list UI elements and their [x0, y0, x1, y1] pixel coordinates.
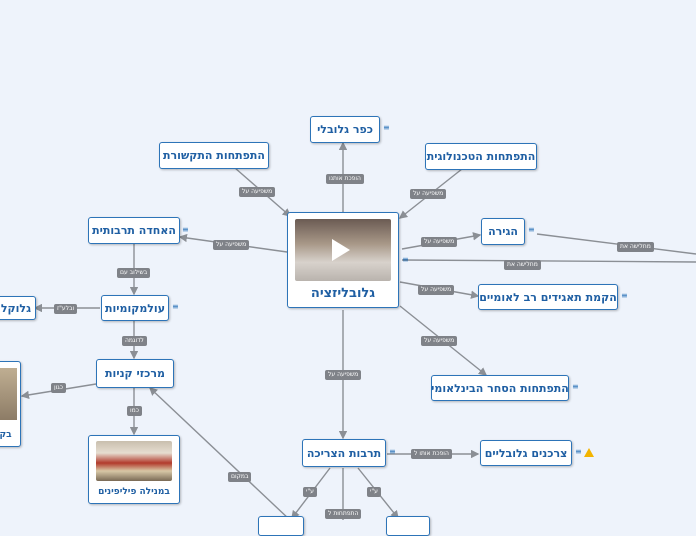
edge-label: התפתחות ל	[325, 509, 362, 519]
edge-label: משפיעה על	[239, 187, 276, 197]
node-multinational[interactable]: הקמת תאגידים רב לאומיים	[478, 284, 618, 310]
node-communication[interactable]: התפתחות התקשורת	[159, 142, 269, 169]
center-title: גלובליזציה	[310, 286, 376, 301]
node-partial-left[interactable]: בק	[0, 361, 21, 447]
edge-label: במקום	[228, 472, 252, 482]
node-consumer-culture[interactable]: תרבות הצריכה	[302, 439, 386, 467]
edge-label: משפיעה על	[410, 189, 447, 199]
node-glocalism[interactable]: עולמקומיות	[101, 295, 169, 321]
edge-label: משפיעה על	[213, 240, 250, 250]
node-center[interactable]: גלובליזציה	[287, 212, 399, 308]
notes-icon[interactable]: ≡	[172, 302, 179, 311]
mall-image	[96, 441, 172, 481]
edge-label: משפיעה על	[421, 237, 458, 247]
node-technology[interactable]: התפתחות הטכנולוגית	[425, 143, 537, 170]
notes-icon[interactable]: ≡	[621, 291, 628, 300]
node-malls[interactable]: מרכזי קניות	[96, 359, 174, 388]
edge-label: ע"י	[367, 487, 381, 497]
edge-label: משפיעה על	[325, 370, 362, 380]
node-global-village[interactable]: כפר גלובלי	[310, 116, 380, 143]
edge-label: משפיעה על	[418, 285, 455, 295]
edge-label: משפיעה על	[421, 336, 458, 346]
partial-image	[0, 368, 17, 420]
node-bottom-right[interactable]	[386, 516, 430, 536]
play-icon[interactable]	[332, 239, 350, 261]
edge-label: מחלישה את	[504, 260, 541, 270]
node-global-consumers[interactable]: צרכנים גלובליים	[480, 440, 572, 466]
notes-icon[interactable]: ≡	[383, 123, 390, 132]
edge-label: ע"י	[303, 487, 317, 497]
drive-icon[interactable]	[584, 448, 594, 457]
node-glocal-partial[interactable]: גלוקל	[0, 296, 36, 320]
edge-label: ובלע"ז	[54, 304, 78, 314]
node-migration[interactable]: הגירה	[481, 218, 525, 245]
notes-icon[interactable]: ≡	[575, 447, 582, 456]
edge-label: הופכת אותו ל	[411, 449, 452, 459]
notes-icon[interactable]: ≡	[528, 225, 535, 234]
notes-icon[interactable]: ≡	[182, 225, 189, 234]
node-bottom-left[interactable]	[258, 516, 304, 536]
edge-label: בשילוב עם	[117, 268, 151, 278]
node-intl-trade[interactable]: התפתחות הסחר הבינלאומי	[431, 375, 569, 401]
notes-icon[interactable]: ≡	[402, 255, 409, 264]
edge-label: כמו	[127, 406, 142, 416]
video-thumbnail[interactable]	[295, 219, 391, 281]
node-cultural-unity[interactable]: האחדה תרבותית	[88, 217, 180, 244]
edge-label: כגון	[51, 383, 66, 393]
node-philippines[interactable]: במנילה פיליפינים	[88, 435, 180, 504]
edge-label: הופכת אותנו	[326, 174, 364, 184]
edge-label: לדוגמה	[122, 336, 147, 346]
notes-icon[interactable]: ≡	[389, 447, 396, 456]
notes-icon[interactable]: ≡	[572, 382, 579, 391]
edge-label: מחלישה את	[617, 242, 654, 252]
